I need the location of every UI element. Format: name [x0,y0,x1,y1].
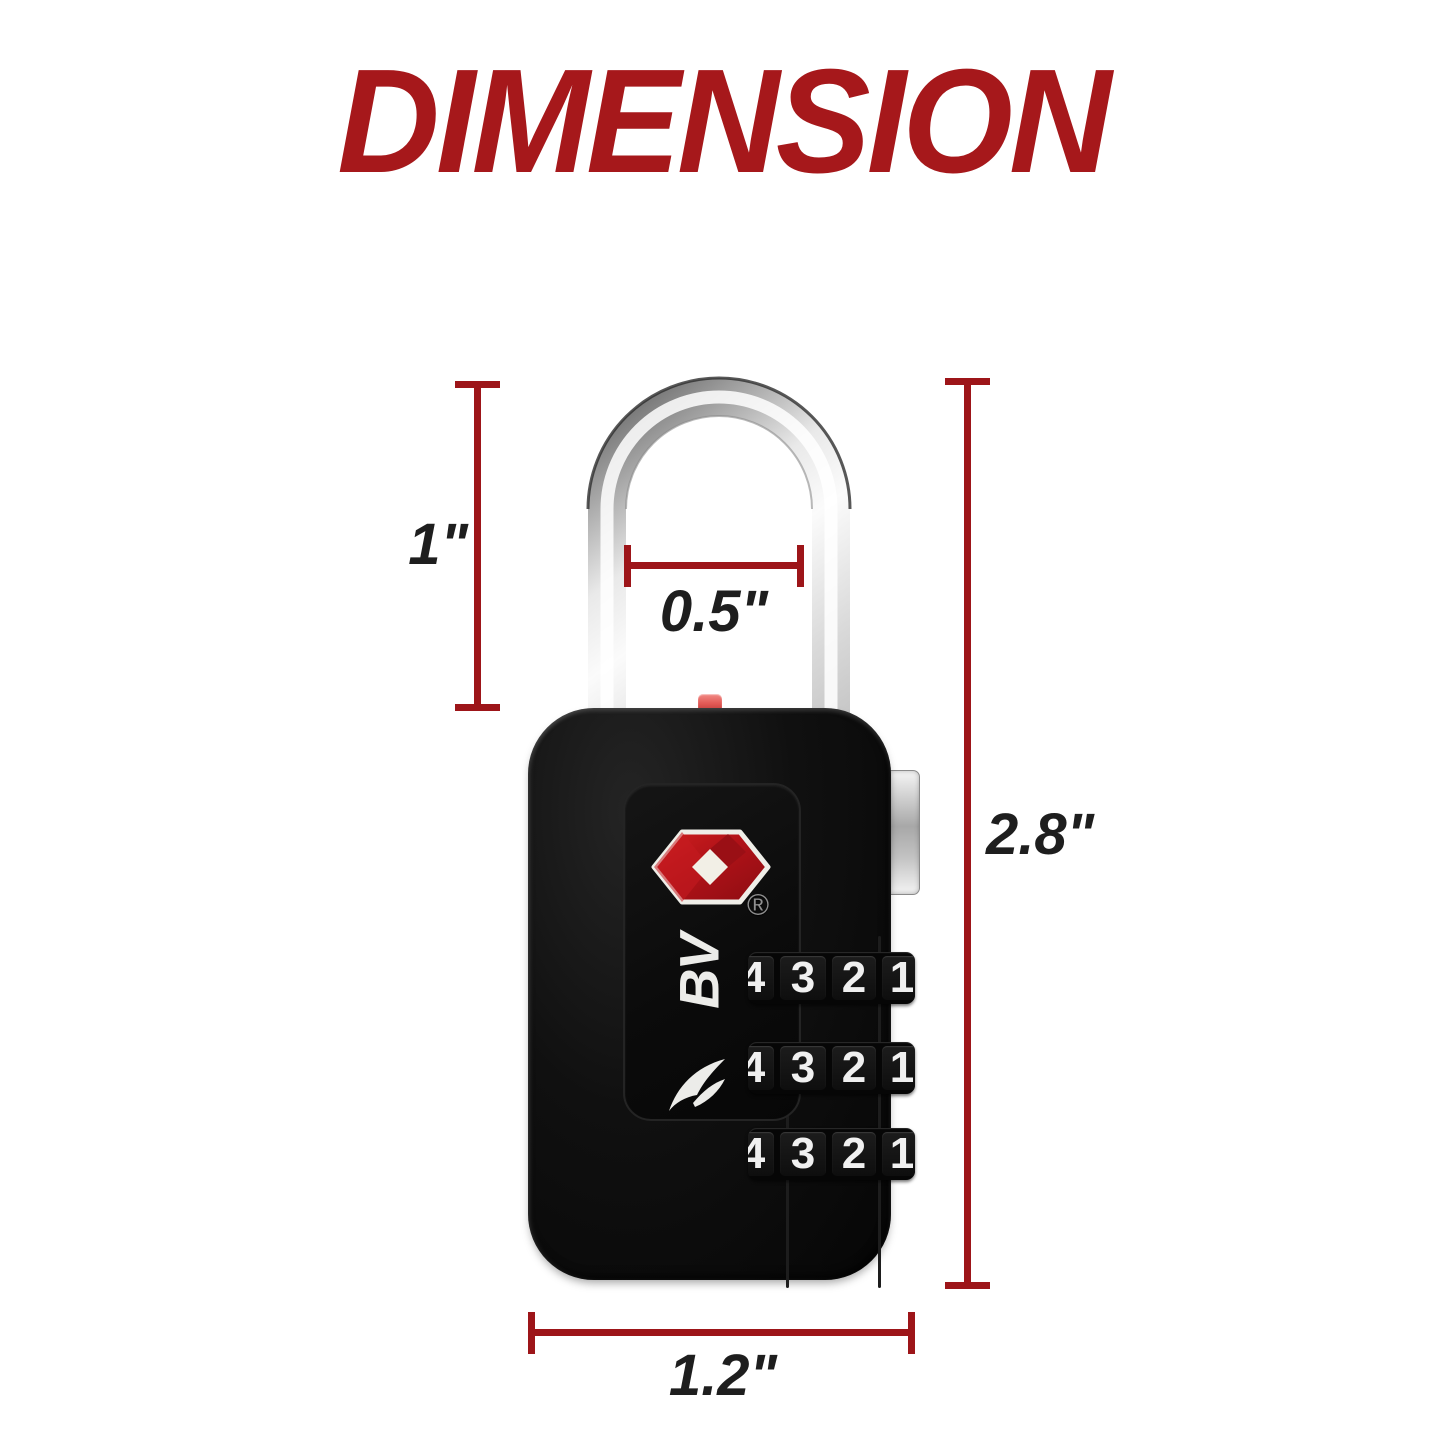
tsa-logo-icon [651,829,771,905]
combination-dial-row: 4 3 2 1 [748,1042,915,1094]
dial-digit: 1 [882,1132,915,1176]
registered-trademark: ® [747,889,770,922]
dial-digit: 4 [748,1046,774,1090]
page-title: DIMENSION [337,39,1111,204]
dial-digit: 2 [832,1046,876,1090]
bv-logo-text: BV [667,935,731,1009]
dial-digit: 4 [748,956,774,1000]
dial-digit: 1 [882,956,915,1000]
dimension-label-body-width: 1.2" [668,1343,778,1408]
dimension-cap [528,1312,535,1354]
combination-dial-row: 4 3 2 1 [748,1128,915,1180]
dimension-cap [908,1312,915,1354]
dimension-line-shackle-height [474,381,481,711]
dimension-line-shackle-width [628,562,800,569]
dimension-line-total-height [964,378,971,1289]
dial-digit: 3 [780,956,826,1000]
dimension-label-shackle-height: 1" [408,512,468,577]
dimension-cap [455,381,500,388]
dimension-label-total-height: 2.8" [986,802,1095,867]
dimension-cap [455,704,500,711]
dimension-line-body-width [531,1329,915,1336]
bv-logo: BV [667,925,731,1020]
leaf-swoosh-icon [669,1059,725,1111]
combination-dial-row: 4 3 2 1 [748,952,915,1004]
dial-digit: 4 [748,1132,774,1176]
dial-digit: 2 [832,956,876,1000]
dial-slot-groove [878,936,881,1288]
dial-digit: 3 [780,1046,826,1090]
shackle-release-button [698,694,722,711]
dial-digit: 1 [882,1046,915,1090]
dimension-cap [797,545,804,587]
lock-body: ® BV 4 3 2 1 4 3 2 1 4 3 2 1 [528,708,915,1288]
shackle-icon [586,376,852,735]
dimension-label-shackle-width: 0.5" [659,579,769,644]
dial-digit: 3 [780,1132,826,1176]
side-latch [889,770,920,895]
dimension-cap [624,545,631,587]
dimension-cap [945,1282,990,1289]
dimension-cap [945,378,990,385]
dial-digit: 2 [832,1132,876,1176]
